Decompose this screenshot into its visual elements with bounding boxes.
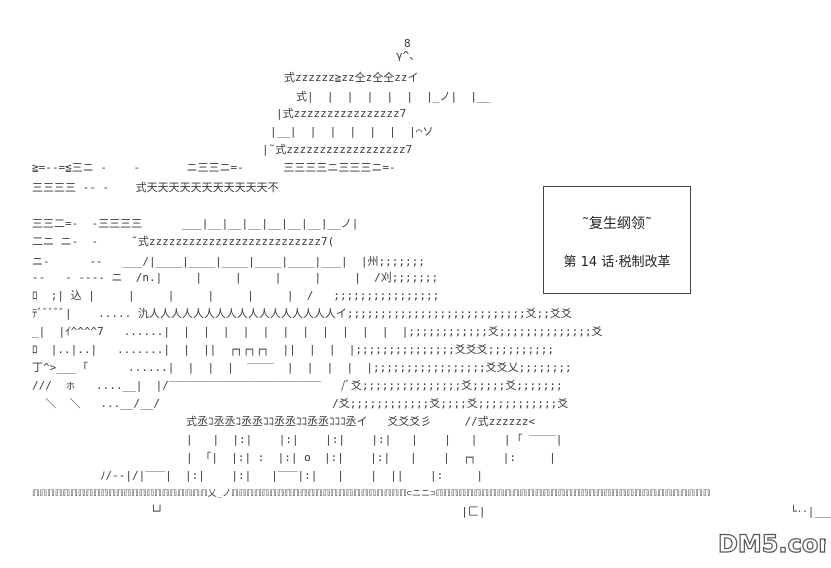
art-line: ≧=-‐=≦三ニ - - ニ三三ニ=‐ 三三三三ニ三三三ニ=‐ [32, 161, 396, 174]
art-line: 三三三三 -‐ - 式天天天天天天天天天天天不 [32, 181, 279, 194]
art-line: 式丞ｺ丞丞ｺ丞丞ｺｺ丞丞ｺｺ丞丞ｺｺｺ丞イ 爻爻爻彡 //式zzzzzz< [186, 415, 536, 428]
sign-title: ˜复生纲领˜ [582, 216, 652, 232]
art-line-fence: ℿℿℿℿℿℿℿℿℿℿℿℿℿℿℿℿℿℿℿℿℿℿℿ乂_ノℿℿℿℿℿℿℿℿℿℿℿℿℿℿ… [32, 489, 711, 499]
art-line: ニ- -- ___/|____|____|____|____|____|___|… [32, 255, 425, 268]
art-line: └┘ |匚| └‥|____ [150, 505, 831, 518]
art-line: 三三二=- -三三三三 ___|__|__|__|__|__|__|__ノ| [32, 217, 359, 230]
art-line: 丁^>___ ｢ ......| | | | ‾‾‾‾ | | | | |;;;… [32, 361, 572, 374]
art-line: ﾃﾞﾞﾞﾞﾞ| ..... 氿人人人人人人人人人人人人人人人人人イ;;;;;;;… [32, 307, 572, 320]
title-sign-board: ˜复生纲领˜ 第 14 话·税制改革 [543, 186, 691, 294]
art-line: 二ニ ニ‐ - ˜式zzzzzzzzzzzzzzzzzzzzzzzzzz7( [32, 235, 335, 248]
art-line: ＼ ＼ ...__/__/ /爻;;;;;;;;;;;;爻;;;;爻;;;;;;… [32, 397, 569, 410]
art-line: ﾛ |..|..| .......| | || ┌┐┌┐┌┐ || | | |;… [32, 343, 554, 356]
art-line: |式zzzzzzzzzzzzzzzz7 [276, 107, 407, 120]
art-line: |˜式zzzzzzzzzzzzzzzzzz7 [262, 143, 413, 156]
art-line: 式zzzzzz≧zz仝z仝仝zzイ [284, 71, 419, 84]
art-line: γ^、 [396, 49, 421, 62]
art-line: 8 [404, 37, 411, 50]
art-line: 式| | | | | | |_ノ| |__ [296, 90, 491, 103]
art-line: -- - ---- ニ /n.| | | | | | /刈;;;;;;; [32, 271, 439, 284]
art-line: | | |:| |:| |:| |:| | | | | ｢ ‾‾‾‾| [186, 433, 563, 446]
dm5-watermark-logo: DM5.com [717, 529, 826, 558]
art-line: /// ㇹ ....__| |/‾‾‾‾‾‾‾‾‾‾‾‾‾‾‾‾‾‾‾‾‾‾‾ … [32, 379, 563, 392]
watermark-text: DM5.com [718, 530, 826, 558]
art-line: _| |ｲ^^^^7 ......| | | | | | | | | | | |… [32, 325, 603, 338]
art-line: | ｢| |:| : |:| o |:| |:| | | ┌┐ |: | [186, 451, 556, 464]
art-line: ﾛ ;| 込 | | | | | | / ;;;;;;;;;;;;;;;; [32, 289, 440, 302]
art-line: ﾉ/--|/|‾‾‾| |:| |:| |‾‾‾|:| | | || |: | [100, 469, 483, 482]
art-line: |__| | | | | | |⌒ソ [270, 125, 434, 138]
sign-episode: 第 14 话·税制改革 [563, 255, 671, 270]
